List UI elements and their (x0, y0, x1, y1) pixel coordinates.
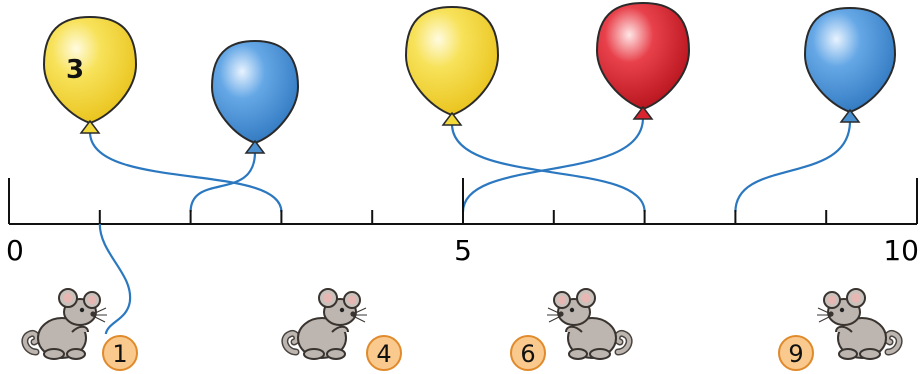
number-badge (778, 335, 814, 371)
balloon-4 (595, 1, 691, 120)
tick-label-5: 5 (454, 234, 472, 267)
mouse-4: 9 (778, 289, 899, 371)
balloon-knot (441, 111, 463, 126)
balloon-knot (79, 119, 101, 134)
balloon-1: 3 (42, 15, 138, 134)
balloons: 3 (42, 1, 897, 154)
tick-label-0: 0 (6, 234, 24, 267)
balloon-2 (210, 39, 300, 154)
balloon-knot (244, 139, 266, 154)
mouse-3: 6 (510, 289, 629, 371)
mouse-icon (285, 289, 367, 359)
balloon-knot (839, 108, 861, 123)
mouse-2: 4 (285, 289, 402, 371)
balloon-number: 3 (66, 55, 84, 85)
badge-number: 4 (376, 340, 391, 368)
mouse-1: 1 (25, 223, 138, 371)
balloon-string-4 (461, 117, 645, 213)
balloon-string-3 (450, 123, 646, 213)
number-badge (366, 335, 402, 371)
tick-label-10: 10 (883, 234, 919, 267)
number-badge (102, 335, 138, 371)
mouse-string (98, 223, 132, 335)
number-badge (510, 335, 546, 371)
badge-number: 6 (520, 340, 535, 368)
balloon-strings (88, 117, 852, 213)
balloon-knot (632, 105, 654, 120)
mouse-icon (25, 289, 107, 359)
mice: 1 4 6 9 (25, 223, 899, 371)
badge-number: 1 (112, 340, 127, 368)
mouse-icon (817, 289, 899, 359)
balloon-3 (404, 5, 500, 126)
number-line: 0 5 10 (6, 178, 919, 267)
balloon-string-2 (189, 151, 257, 213)
badge-number: 9 (788, 340, 803, 368)
balloon-5 (803, 6, 897, 123)
balloon-string-1 (88, 131, 283, 213)
mouse-icon (547, 289, 629, 359)
balloon-string-5 (734, 120, 852, 213)
